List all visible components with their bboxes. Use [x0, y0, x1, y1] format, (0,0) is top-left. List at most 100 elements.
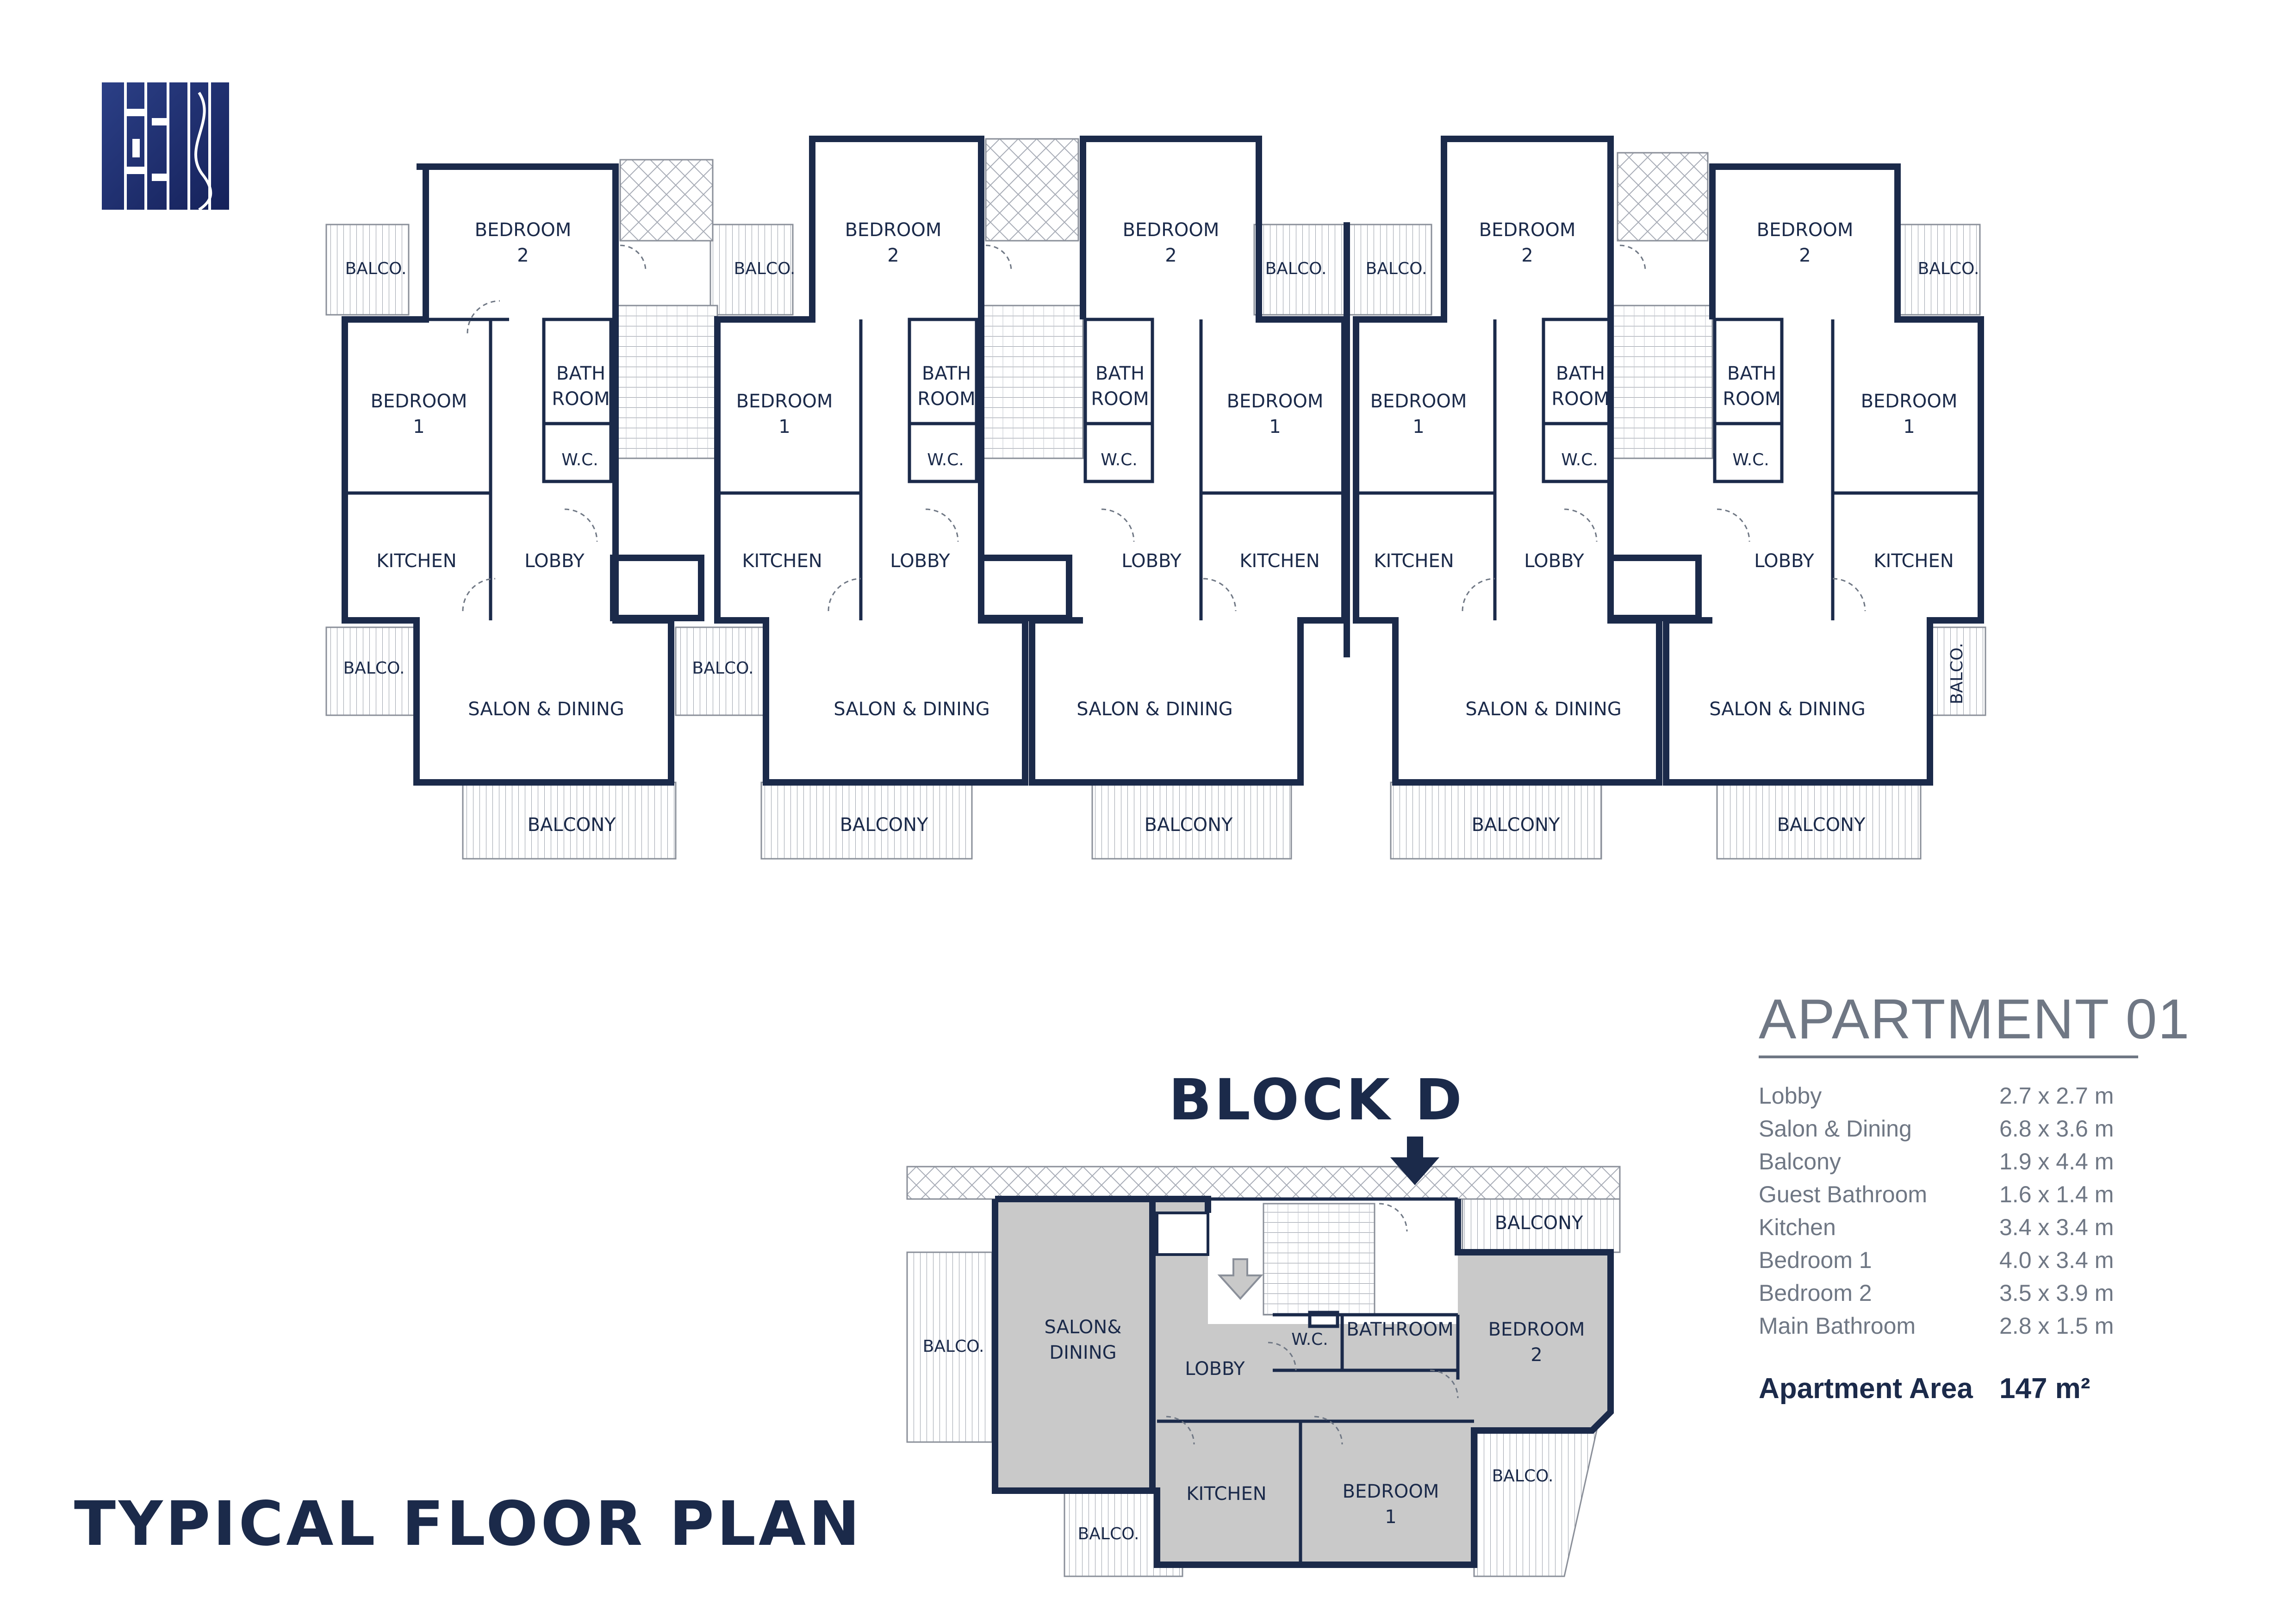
list-item: Guest Bathroom 1.6 x 1.4 m: [1759, 1181, 2138, 1214]
label-bedroom: BEDROOM: [371, 391, 467, 412]
label-bedroom: BEDROOM: [1370, 391, 1467, 412]
room-size: 4.0 x 3.4 m: [1999, 1247, 2114, 1273]
key-label-salon: SALON&: [1045, 1317, 1122, 1338]
room-name: Guest Bathroom: [1759, 1181, 1928, 1207]
label-lobby: LOBBY: [524, 550, 585, 572]
label-balcony: BALCONY: [528, 814, 616, 836]
doors: [462, 244, 1866, 612]
label-wc: W.C.: [1101, 450, 1138, 469]
list-item: Bedroom 1 4.0 x 3.4 m: [1759, 1247, 2138, 1280]
key-label-bathroom: BATHROOM: [1346, 1319, 1453, 1340]
key-label-balco-right: BALCO.: [1492, 1467, 1554, 1486]
label-kitchen: KITCHEN: [376, 550, 456, 572]
label-bath: BATH: [1556, 363, 1605, 384]
label-lobby: LOBBY: [1121, 550, 1182, 572]
list-item: Balcony 1.9 x 4.4 m: [1759, 1148, 2138, 1181]
label-bedroom: BEDROOM: [1479, 219, 1576, 241]
room-name: Kitchen: [1759, 1214, 1836, 1240]
label-balcony: BALCONY: [840, 814, 928, 836]
label-balco: BALCO.: [345, 259, 407, 278]
label-wc: W.C.: [1561, 450, 1598, 469]
label-num: 1: [1903, 416, 1915, 437]
label-wc: W.C.: [927, 450, 964, 469]
list-item: Lobby 2.7 x 2.7 m: [1759, 1082, 2138, 1115]
logo-mark: [102, 82, 229, 211]
room-size: 1.6 x 1.4 m: [1999, 1181, 2114, 1207]
block-d-key-plan: SALON& DINING BALCO. BALCO. BALCO. BALCO…: [906, 1137, 1621, 1577]
balconies: [325, 224, 1986, 860]
label-bedroom: BEDROOM: [475, 219, 572, 241]
label-balco: BALCO.: [1918, 259, 1979, 278]
key-label-bedroom2-num: 2: [1531, 1344, 1542, 1366]
label-num: 1: [1269, 416, 1281, 437]
label-salon: SALON & DINING: [1709, 699, 1866, 720]
label-bedroom: BEDROOM: [1757, 219, 1854, 241]
walls: [342, 136, 1984, 786]
list-item: Salon & Dining 6.8 x 3.6 m: [1759, 1115, 2138, 1148]
typical-floor-plan: BEDROOM 2 BEDROOM 2 BEDROOM 2 BEDROOM 2 …: [325, 136, 1986, 860]
label-balco: BALCO.: [1948, 643, 1966, 705]
label-bath: BATH: [556, 363, 605, 384]
label-kitchen: KITCHEN: [742, 550, 822, 572]
room-size: 2.8 x 1.5 m: [1999, 1313, 2114, 1339]
apartment-info-panel: APARTMENT 01 Lobby 2.7 x 2.7 m Salon & D…: [1759, 991, 2190, 1405]
room-name: Lobby: [1759, 1083, 1822, 1109]
room-size: 3.4 x 3.4 m: [1999, 1214, 2114, 1240]
label-salon: SALON & DINING: [468, 699, 624, 720]
label-kitchen: KITCHEN: [1873, 550, 1954, 572]
room-name: Main Bathroom: [1759, 1313, 1916, 1339]
label-lobby: LOBBY: [1524, 550, 1584, 572]
label-balco: BALCO.: [1366, 259, 1427, 278]
label-num: 1: [778, 416, 790, 437]
label-balco: BALCO.: [1265, 259, 1327, 278]
label-room: ROOM: [1723, 388, 1780, 410]
label-num: 1: [1412, 416, 1424, 437]
label-lobby: LOBBY: [890, 550, 950, 572]
area-label: Apartment Area: [1759, 1373, 1973, 1405]
key-label-lobby: LOBBY: [1185, 1358, 1245, 1380]
label-bedroom: BEDROOM: [736, 391, 833, 412]
block-title: BLOCK D: [1169, 1067, 1465, 1133]
label-bath: BATH: [1727, 363, 1776, 384]
label-balco: BALCO.: [734, 259, 796, 278]
key-label-balco-bottom: BALCO.: [1078, 1524, 1139, 1543]
label-bedroom: BEDROOM: [1227, 391, 1324, 412]
label-balco: BALCO.: [692, 659, 754, 678]
room-name: Bedroom 2: [1759, 1280, 1872, 1306]
label-balco: BALCO.: [343, 659, 405, 678]
label-wc: W.C.: [561, 450, 598, 469]
label-num: 2: [1165, 245, 1176, 266]
label-bedroom: BEDROOM: [1861, 391, 1958, 412]
key-label-bedroom1: BEDROOM: [1343, 1481, 1439, 1502]
corridors: [619, 138, 1709, 242]
page-title: TYPICAL FLOOR PLAN: [74, 1488, 863, 1560]
label-room: ROOM: [552, 388, 610, 410]
room-size: 3.5 x 3.9 m: [1999, 1280, 2114, 1306]
label-salon: SALON & DINING: [1465, 699, 1622, 720]
label-num: 2: [887, 245, 899, 266]
label-wc: W.C.: [1732, 450, 1769, 469]
room-size-list: Lobby 2.7 x 2.7 m Salon & Dining 6.8 x 3…: [1759, 1082, 2138, 1345]
label-num: 2: [1521, 245, 1533, 266]
apartment-area-row: Apartment Area 147 m²: [1759, 1372, 2138, 1405]
apartment-entrance-arrow-icon: [1217, 1258, 1263, 1300]
key-label-kitchen: KITCHEN: [1186, 1483, 1266, 1505]
entrance-arrow-icon: [1390, 1137, 1439, 1185]
label-room: ROOM: [917, 388, 975, 410]
room-name: Salon & Dining: [1759, 1116, 1912, 1142]
room-size: 1.9 x 4.4 m: [1999, 1149, 2114, 1174]
label-kitchen: KITCHEN: [1374, 550, 1454, 572]
list-item: Main Bathroom 2.8 x 1.5 m: [1759, 1312, 2138, 1345]
label-balcony: BALCONY: [1145, 814, 1233, 836]
key-label-bedroom2: BEDROOM: [1488, 1319, 1585, 1340]
label-room: ROOM: [1551, 388, 1609, 410]
stairwells: [615, 305, 1713, 459]
label-num: 1: [413, 416, 424, 437]
label-balcony: BALCONY: [1777, 814, 1866, 836]
label-salon: SALON & DINING: [834, 699, 990, 720]
label-room: ROOM: [1091, 388, 1149, 410]
list-item: Kitchen 3.4 x 3.4 m: [1759, 1214, 2138, 1247]
label-num: 2: [517, 245, 529, 266]
label-salon: SALON & DINING: [1076, 699, 1233, 720]
